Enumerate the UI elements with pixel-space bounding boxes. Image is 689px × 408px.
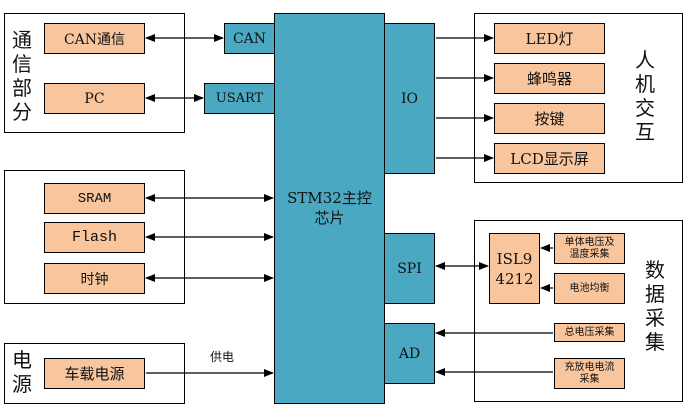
mcu-label-line1: STM32主控 (287, 189, 372, 207)
buzzer-box: 蜂鸣器 (494, 63, 605, 94)
flash-label: Flash (71, 229, 117, 246)
spi-port: SPI (384, 233, 435, 304)
button-box: 按键 (494, 103, 605, 134)
pc-box: PC (44, 83, 145, 114)
flash-box: Flash (44, 222, 145, 253)
can-comm-label: CAN通信 (63, 31, 126, 48)
can-port: CAN (224, 23, 275, 54)
power-supply-label: 供电 (210, 350, 235, 364)
hmi-group-label: 人机 交互 (635, 48, 655, 144)
cell-voltage-temp-box: 单体电压及温度采集 (554, 233, 625, 264)
isl94212-chip: ISL9 4212 (489, 233, 540, 304)
stm32-mcu-body: STM32主控 芯片 (274, 13, 385, 404)
cell-balancing-box: 电池均衡 (554, 273, 625, 304)
comm-group-label: 通信 部分 (12, 28, 32, 124)
total-voltage-box: 总电压采集 (554, 323, 625, 342)
vehicle-power-label: 车载电源 (64, 365, 125, 383)
power-group-label: 电源 (12, 348, 32, 396)
clock-label: 时钟 (80, 271, 109, 288)
can-comm-box: CAN通信 (44, 23, 145, 54)
io-port: IO (384, 23, 435, 174)
mcu-label-line2: 芯片 (314, 209, 345, 227)
usart-port: USART (204, 83, 275, 114)
sram-box: SRAM (44, 183, 145, 214)
pc-label: PC (84, 90, 105, 107)
ad-port: AD (384, 323, 435, 384)
acq-group-label: 数据 采集 (645, 258, 665, 354)
lcd-box: LCD显示屏 (494, 143, 605, 174)
vehicle-power-box: 车载电源 (44, 358, 145, 389)
sram-label: SRAM (77, 190, 112, 207)
clock-box: 时钟 (44, 263, 145, 294)
current-acq-box: 充放电电流采集 (554, 358, 625, 389)
led-box: LED灯 (494, 23, 605, 54)
